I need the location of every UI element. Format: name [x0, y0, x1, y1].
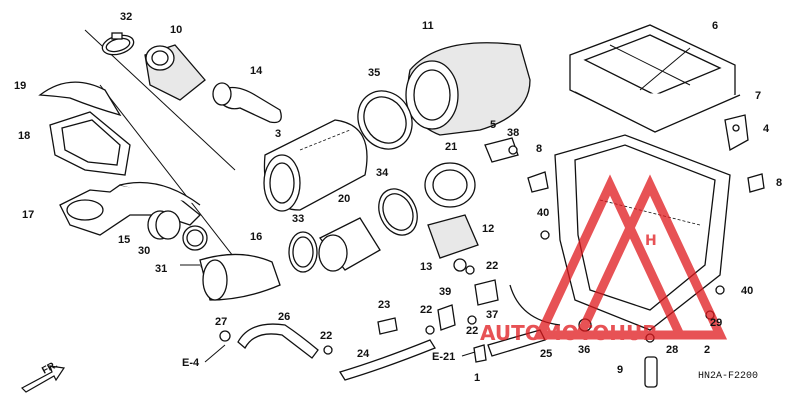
- callout-3: 3: [275, 128, 281, 140]
- part-11-filter[interactable]: [405, 42, 531, 136]
- part-27-clip[interactable]: [219, 330, 231, 342]
- callout-12: 12: [482, 223, 494, 235]
- part-7-gasket[interactable]: [574, 91, 741, 133]
- callout-10: 10: [170, 24, 182, 36]
- callout-14: 14: [250, 65, 263, 77]
- callout-32: 32: [120, 11, 132, 23]
- ref-e21: E-21: [432, 351, 455, 363]
- part-35-band[interactable]: [347, 81, 422, 159]
- callout-7: 7: [755, 90, 761, 102]
- callout-29: 29: [710, 317, 722, 329]
- part-34-band[interactable]: [372, 183, 425, 242]
- watermark: H AUTOMOTOHUB: [480, 174, 728, 345]
- part-39-pipe[interactable]: [437, 304, 456, 331]
- callout-18: 18: [18, 130, 30, 142]
- callout-33: 33: [292, 213, 304, 225]
- part-5-pipe[interactable]: [484, 137, 519, 163]
- callout-38: 38: [507, 127, 519, 139]
- part-15-clamp[interactable]: [147, 210, 181, 240]
- part-1-clip[interactable]: [473, 344, 487, 363]
- part-23-clip[interactable]: [377, 317, 398, 335]
- part-10-joint[interactable]: [144, 44, 206, 101]
- callout-11: 11: [422, 20, 434, 32]
- part-17-intake[interactable]: [59, 181, 201, 236]
- callout-28: 28: [666, 344, 678, 356]
- callout-24: 24: [357, 348, 370, 360]
- callout-26: 26: [278, 311, 290, 323]
- part-22-clip-b[interactable]: [425, 325, 435, 335]
- part-12-box[interactable]: [427, 214, 479, 259]
- part-40-bolt-right[interactable]: [715, 285, 725, 295]
- callout-30: 30: [138, 245, 150, 257]
- watermark-letter: H: [645, 233, 657, 249]
- callout-22-a: 22: [486, 260, 498, 272]
- diagram-code: HN2A-F2200: [698, 371, 758, 382]
- ref-e4-arrow: [204, 344, 226, 363]
- callout-9: 9: [617, 364, 623, 376]
- callout-20: 20: [338, 193, 350, 205]
- callout-21: 21: [445, 141, 457, 153]
- callout-23: 23: [378, 299, 390, 311]
- part-40-bolt-left[interactable]: [540, 230, 550, 240]
- callout-2: 2: [704, 344, 710, 356]
- part-16-boot[interactable]: [199, 253, 281, 301]
- part-8-clip-left[interactable]: [527, 171, 549, 193]
- callouts: 32 10 19 14 18 17 15 30 31 16 3 11 35 6 …: [14, 11, 782, 384]
- callout-27: 27: [215, 316, 227, 328]
- part-37-valve[interactable]: [474, 279, 499, 306]
- bracket-line-bottom: [99, 84, 241, 266]
- part-22-clip-d[interactable]: [323, 345, 333, 355]
- callout-35: 35: [368, 67, 380, 79]
- callout-31: 31: [155, 263, 167, 275]
- fr-arrow-icon: FR.: [21, 359, 66, 393]
- callout-36: 36: [578, 344, 590, 356]
- ref-e4: E-4: [182, 357, 200, 369]
- part-19-cover[interactable]: [38, 81, 122, 117]
- callout-8-right: 8: [776, 177, 782, 189]
- callout-19: 19: [14, 80, 26, 92]
- callout-34: 34: [376, 167, 389, 179]
- part-24-hose[interactable]: [338, 339, 436, 381]
- callout-40-right: 40: [741, 285, 753, 297]
- part-20-tube[interactable]: [318, 217, 381, 272]
- callout-39: 39: [439, 286, 451, 298]
- part-18-duct[interactable]: [49, 111, 131, 176]
- part-14-tube[interactable]: [212, 82, 282, 124]
- callout-22-d: 22: [320, 330, 332, 342]
- callout-22-b: 22: [420, 304, 432, 316]
- callout-22-c: 22: [466, 325, 478, 337]
- callout-13: 13: [420, 261, 432, 273]
- ref-e21-arrow: [461, 351, 476, 357]
- part-30-clamp[interactable]: [182, 225, 208, 251]
- part-22-clip-a[interactable]: [465, 265, 475, 275]
- part-21-connector[interactable]: [424, 162, 476, 208]
- part-8-clip-right[interactable]: [747, 173, 765, 193]
- part-33-band[interactable]: [288, 231, 318, 273]
- part-38-clip[interactable]: [508, 145, 518, 155]
- callout-17: 17: [22, 209, 34, 221]
- callout-16: 16: [250, 231, 262, 243]
- callout-6: 6: [712, 20, 718, 32]
- watermark-triangle-inner: [572, 174, 728, 340]
- part-13-fitting[interactable]: [453, 258, 467, 272]
- part-22-clip-c[interactable]: [467, 315, 477, 325]
- callout-15: 15: [118, 234, 130, 246]
- part-3-filter-body[interactable]: [263, 119, 368, 212]
- callout-40-left: 40: [537, 207, 549, 219]
- part-9-drain-tube[interactable]: [644, 356, 658, 388]
- callout-37: 37: [486, 309, 498, 321]
- callout-8-left: 8: [536, 143, 542, 155]
- part-26-hose[interactable]: [237, 323, 319, 359]
- callout-5: 5: [490, 119, 496, 131]
- callout-4: 4: [763, 123, 770, 135]
- callout-1: 1: [474, 372, 480, 384]
- watermark-text: AUTOMOTOHUB: [480, 321, 658, 345]
- callout-25: 25: [540, 348, 552, 360]
- part-4-bracket[interactable]: [724, 114, 749, 152]
- part-32-clamp[interactable]: [100, 32, 136, 58]
